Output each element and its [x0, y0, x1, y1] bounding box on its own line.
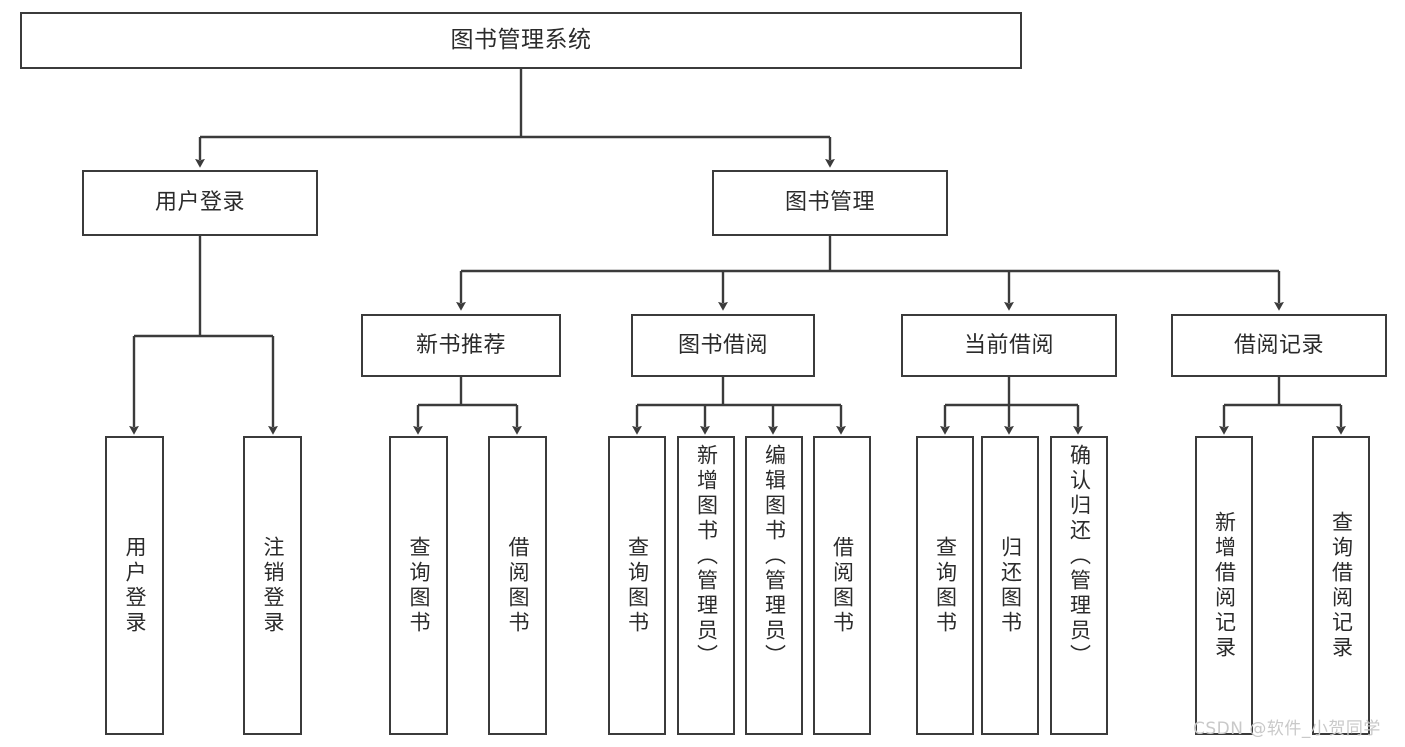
- node-user-login[interactable]: 用户登录: [82, 170, 318, 236]
- leaf-bookborrow-edit-book-admin[interactable]: 编辑图书（管理员）: [745, 436, 803, 735]
- node-new-book-recommend[interactable]: 新书推荐: [361, 314, 561, 377]
- node-label: 新书推荐: [415, 332, 506, 358]
- node-root-system[interactable]: 图书管理系统: [20, 12, 1022, 69]
- node-label: 查询图书: [407, 535, 431, 636]
- leaf-newbook-query-book[interactable]: 查询图书: [389, 436, 448, 735]
- node-label: 查询图书: [933, 535, 958, 636]
- node-label: 新增图书（管理员）: [694, 444, 719, 669]
- leaf-bookborrow-add-book-admin[interactable]: 新增图书（管理员）: [677, 436, 735, 735]
- node-label: 编辑图书（管理员）: [762, 444, 787, 669]
- leaf-bookborrow-query-book[interactable]: 查询图书: [608, 436, 666, 735]
- node-current-borrow[interactable]: 当前借阅: [901, 314, 1117, 377]
- edges-borrowrecord-to-leaves: [1219, 377, 1346, 435]
- node-label: 当前借阅: [963, 332, 1054, 358]
- edges-bookborrow-to-leaves: [632, 377, 846, 435]
- edges-currentborrow-to-leaves: [940, 377, 1083, 435]
- csdn-watermark: CSDN @软件_小贺同学: [1193, 719, 1381, 739]
- leaf-bookborrow-borrow-book[interactable]: 借阅图书: [813, 436, 871, 735]
- node-label: 归还图书: [998, 535, 1023, 636]
- leaf-currentborrow-query-book[interactable]: 查询图书: [916, 436, 974, 735]
- node-label: 注销登录: [261, 535, 285, 636]
- leaf-currentborrow-return-book[interactable]: 归还图书: [981, 436, 1039, 735]
- node-label: 借阅图书: [830, 535, 855, 636]
- node-label: 用户登录: [123, 535, 147, 636]
- edges-bookmgmt-to-level3: [456, 236, 1284, 311]
- edges-newbook-to-leaves: [413, 377, 522, 435]
- node-label: 查询图书: [625, 535, 650, 636]
- leaf-user-login-signin[interactable]: 用户登录: [105, 436, 164, 735]
- node-label: 图书管理系统: [450, 26, 592, 53]
- node-label: 用户登录: [154, 190, 245, 216]
- node-label: 查询借阅记录: [1329, 510, 1354, 661]
- node-label: 借阅记录: [1233, 332, 1324, 358]
- leaf-borrowrecord-query-record[interactable]: 查询借阅记录: [1312, 436, 1370, 735]
- leaf-currentborrow-confirm-return-admin[interactable]: 确认归还（管理员）: [1050, 436, 1108, 735]
- leaf-newbook-borrow-book[interactable]: 借阅图书: [488, 436, 547, 735]
- node-label: 图书管理: [784, 190, 875, 216]
- node-book-management[interactable]: 图书管理: [712, 170, 948, 236]
- leaf-borrowrecord-add-record[interactable]: 新增借阅记录: [1195, 436, 1253, 735]
- node-label: 图书借阅: [677, 332, 768, 358]
- node-borrow-record[interactable]: 借阅记录: [1171, 314, 1387, 377]
- edges-root-to-level2: [195, 69, 835, 168]
- leaf-user-login-signout[interactable]: 注销登录: [243, 436, 302, 735]
- node-book-borrow[interactable]: 图书借阅: [631, 314, 815, 377]
- edges-userlogin-to-leaves: [129, 236, 278, 435]
- node-label: 借阅图书: [506, 535, 530, 636]
- node-label: 确认归还（管理员）: [1067, 444, 1092, 669]
- node-label: 新增借阅记录: [1212, 510, 1237, 661]
